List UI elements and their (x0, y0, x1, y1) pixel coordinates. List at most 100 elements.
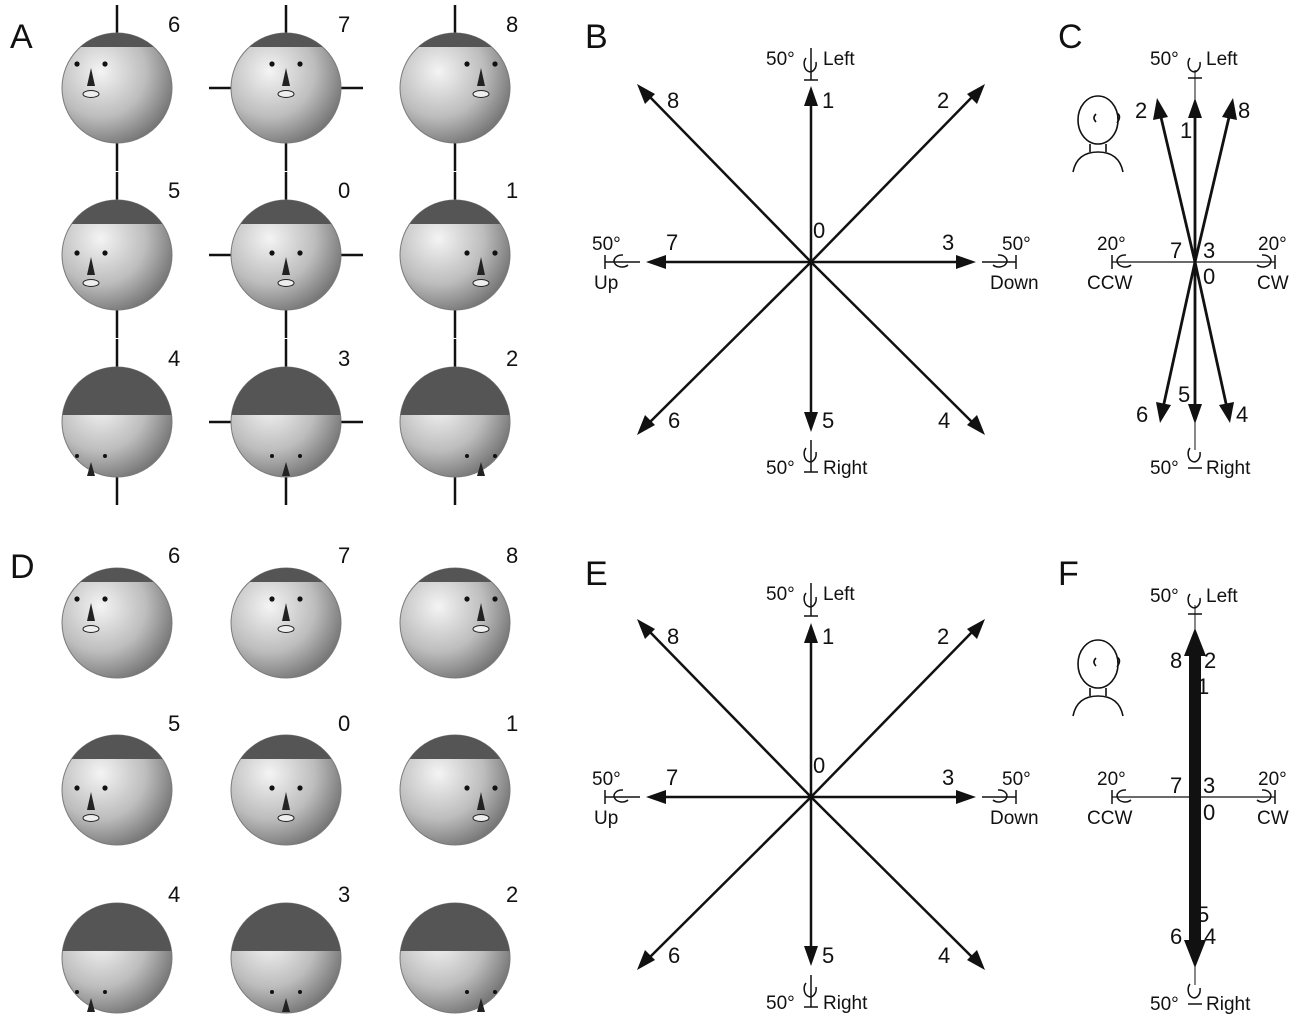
head-label-a-2: 2 (506, 346, 518, 371)
eye-right (102, 61, 108, 67)
star-e-num-4: 4 (938, 943, 950, 968)
e-up-label: Up (594, 808, 618, 829)
f-num-4: 4 (1204, 924, 1216, 949)
head-figure-d-2 (399, 567, 511, 679)
hair-cap (400, 903, 510, 951)
mouth (472, 814, 490, 822)
c-cw-label: CW (1257, 273, 1289, 294)
crosshair-icon (209, 5, 363, 171)
panel-letter-a: A (10, 18, 33, 56)
eye-left (74, 785, 80, 791)
eye-right (298, 454, 302, 458)
c-num-1: 1 (1180, 118, 1192, 143)
star-e-num-0: 0 (813, 753, 825, 778)
head-label-d-5: 5 (168, 711, 180, 736)
star-b-num-0: 0 (813, 218, 825, 243)
head-figure-a-7 (209, 339, 363, 505)
eye-right (297, 250, 303, 256)
mouth (82, 625, 100, 633)
arrowhead-e-4 (967, 950, 985, 970)
hair-cap (400, 735, 510, 759)
head-figure-a-1 (209, 5, 363, 171)
c-top-deg: 50° (1150, 49, 1179, 70)
eye-left (464, 785, 470, 791)
c-num-7: 7 (1170, 238, 1182, 263)
c-num-2: 2 (1135, 98, 1147, 123)
eye-right (492, 250, 498, 256)
nose (282, 257, 290, 275)
f-num-3: 3 (1203, 773, 1215, 798)
panel-letter-e: E (585, 555, 608, 593)
c-cw-deg: 20° (1258, 234, 1287, 255)
hair-cap (231, 33, 341, 47)
head-outline-icon (1072, 639, 1124, 717)
eye-right (493, 454, 497, 458)
head-sphere (61, 567, 173, 679)
hair-cap (62, 367, 172, 415)
c-num-6: 6 (1136, 402, 1148, 427)
b-down-label: Down (990, 273, 1039, 294)
mouth (472, 625, 490, 633)
mouth (472, 90, 490, 98)
head-label-d-7: 7 (338, 543, 350, 568)
arrow-e-8 (647, 629, 812, 798)
f-ccw-label: CCW (1087, 808, 1132, 829)
hair-cap (400, 568, 510, 582)
f-cw-label: CW (1257, 808, 1289, 829)
b-right-label: Right (823, 458, 868, 479)
head-labels-a: 6 7 8 5 0 1 4 3 2 (168, 12, 518, 371)
f-num-0: 0 (1203, 800, 1215, 825)
star-diagram-e (637, 619, 985, 970)
head-label-a-4: 4 (168, 346, 180, 371)
head-label-a-8: 8 (506, 12, 518, 37)
rotate-up-icon (604, 254, 640, 269)
rotation-icons-e (604, 583, 1017, 1008)
arrow-c-8 (1193, 112, 1232, 263)
arrowhead-f-down (1184, 940, 1206, 968)
head-label-d-8: 8 (506, 543, 518, 568)
arrow-c-4 (1193, 261, 1229, 409)
nose (87, 462, 95, 476)
star-numbers-e: 0 1 2 3 4 5 6 7 8 (666, 624, 954, 968)
nose (477, 462, 485, 476)
head-label-a-1: 1 (506, 178, 518, 203)
b-top-deg: 50° (766, 49, 795, 70)
nose (87, 68, 95, 86)
e-down-deg: 50° (1002, 769, 1031, 790)
c-ccw-label: CCW (1087, 273, 1132, 294)
arrow-b-6 (647, 261, 812, 425)
head-sphere (399, 567, 511, 679)
star-b-num-4: 4 (938, 408, 950, 433)
c-num-8: 8 (1238, 98, 1250, 123)
c-left-label: Left (1206, 49, 1238, 70)
eye-right (297, 596, 303, 602)
arrow-b-8 (647, 94, 812, 263)
head-sphere (399, 32, 511, 144)
arrowhead-b-4 (967, 415, 985, 435)
eye-left (465, 454, 469, 458)
c-num-3: 3 (1203, 238, 1215, 263)
rotate-ccw-icon (1111, 789, 1132, 804)
arrowhead-b-5 (804, 412, 818, 432)
eye-left (269, 61, 275, 67)
hair-cap (400, 367, 510, 415)
head-sphere (230, 567, 342, 679)
rotate-down-icon (982, 789, 1017, 804)
rotation-labels-b: 50° Left 50° Right 50° Up 50° Down (592, 49, 1039, 479)
eye-left (270, 454, 274, 458)
c-bottom-deg: 50° (1150, 458, 1179, 479)
eye-right (102, 250, 108, 256)
arrow-b-4 (810, 261, 975, 425)
arrowhead-f-up (1184, 628, 1206, 656)
star-b-num-7: 7 (666, 230, 678, 255)
head-figure-a-0 (61, 5, 173, 171)
mouth (82, 814, 100, 822)
nose (282, 792, 290, 810)
e-bottom-deg: 50° (766, 993, 795, 1014)
arrow-e-4 (810, 796, 975, 960)
e-down-label: Down (990, 808, 1039, 829)
arrowhead-e-7 (646, 790, 666, 804)
eye-right (102, 785, 108, 791)
hair-cap (62, 568, 172, 582)
arrowhead-e-5 (804, 946, 818, 966)
